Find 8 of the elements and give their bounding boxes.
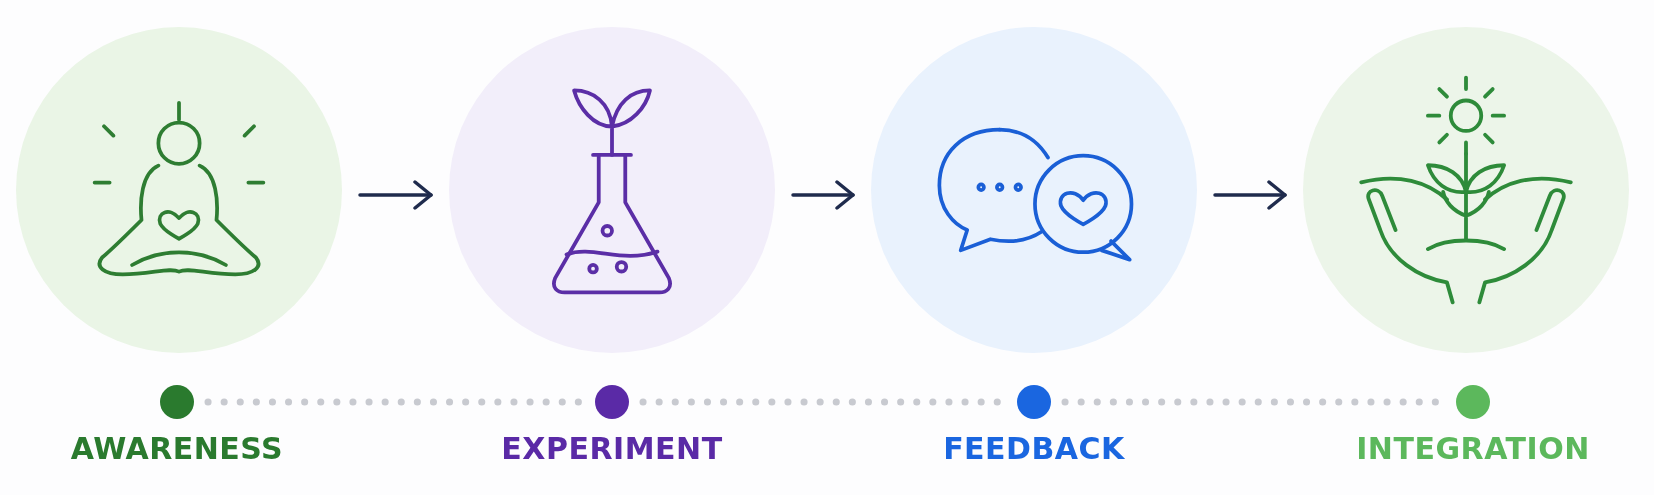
stage-label: AWARENESS [69,431,285,466]
arrow [1213,180,1287,210]
stage-label: INTEGRATION [1355,431,1591,466]
dotted-line [204,398,585,406]
stage-label: EXPERIMENT [500,431,724,466]
arrow [358,180,433,210]
arrow [791,180,855,210]
stage-label: FEEDBACK [942,431,1126,466]
